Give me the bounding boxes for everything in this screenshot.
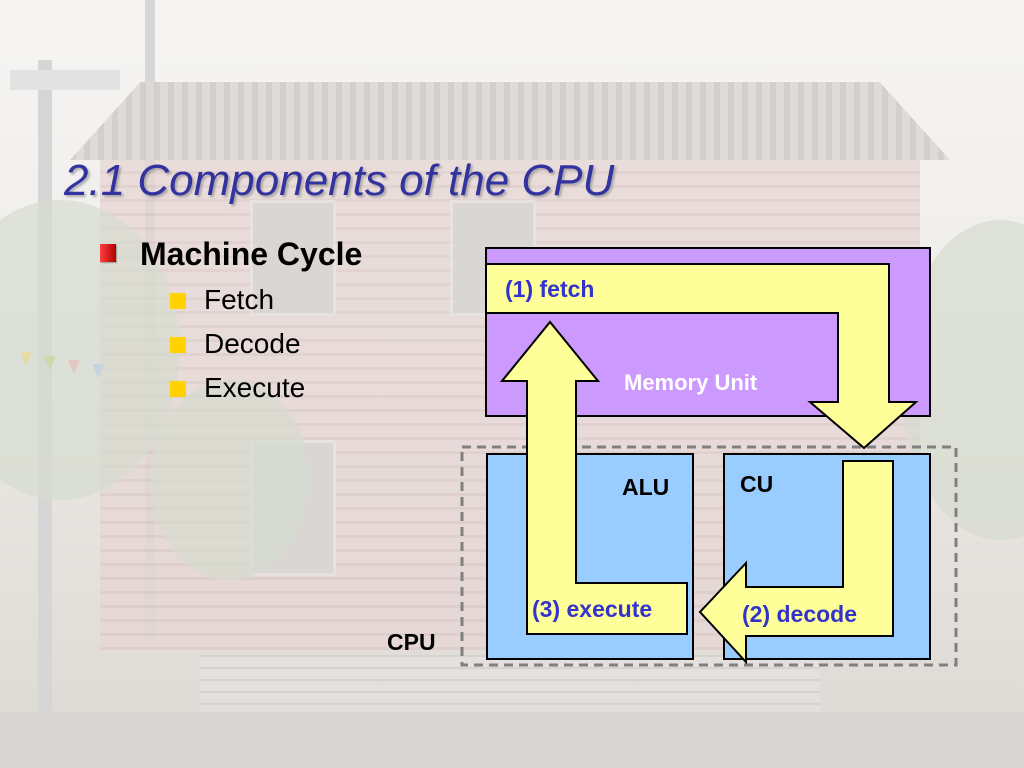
bullet-decode-text: Decode: [204, 328, 301, 359]
execute-arrow: [499, 320, 688, 635]
decode-arrow: [698, 460, 894, 665]
yellow-square-bullet-icon: [170, 293, 186, 309]
bullet-main-text: Machine Cycle: [140, 236, 363, 272]
cpu-boundary: [460, 445, 958, 667]
cpu-label: CPU: [387, 629, 436, 655]
execute-label: (3) execute: [532, 596, 653, 622]
cu-label: CU: [740, 471, 774, 497]
yellow-square-bullet-icon: [170, 337, 186, 353]
fetch-arrow: [485, 263, 919, 450]
red-square-bullet-icon: [100, 244, 116, 262]
memory-unit-label: Memory Unit: [624, 370, 758, 395]
yellow-square-bullet-icon: [170, 381, 186, 397]
fetch-label: (1) fetch: [505, 276, 595, 302]
bullet-fetch-text: Fetch: [204, 284, 275, 315]
alu-label: ALU: [622, 474, 670, 500]
slide-title: 2.1 Components of the CPU: [64, 156, 615, 205]
decode-label: (2) decode: [742, 601, 858, 627]
bullet-execute-text: Execute: [204, 372, 306, 403]
